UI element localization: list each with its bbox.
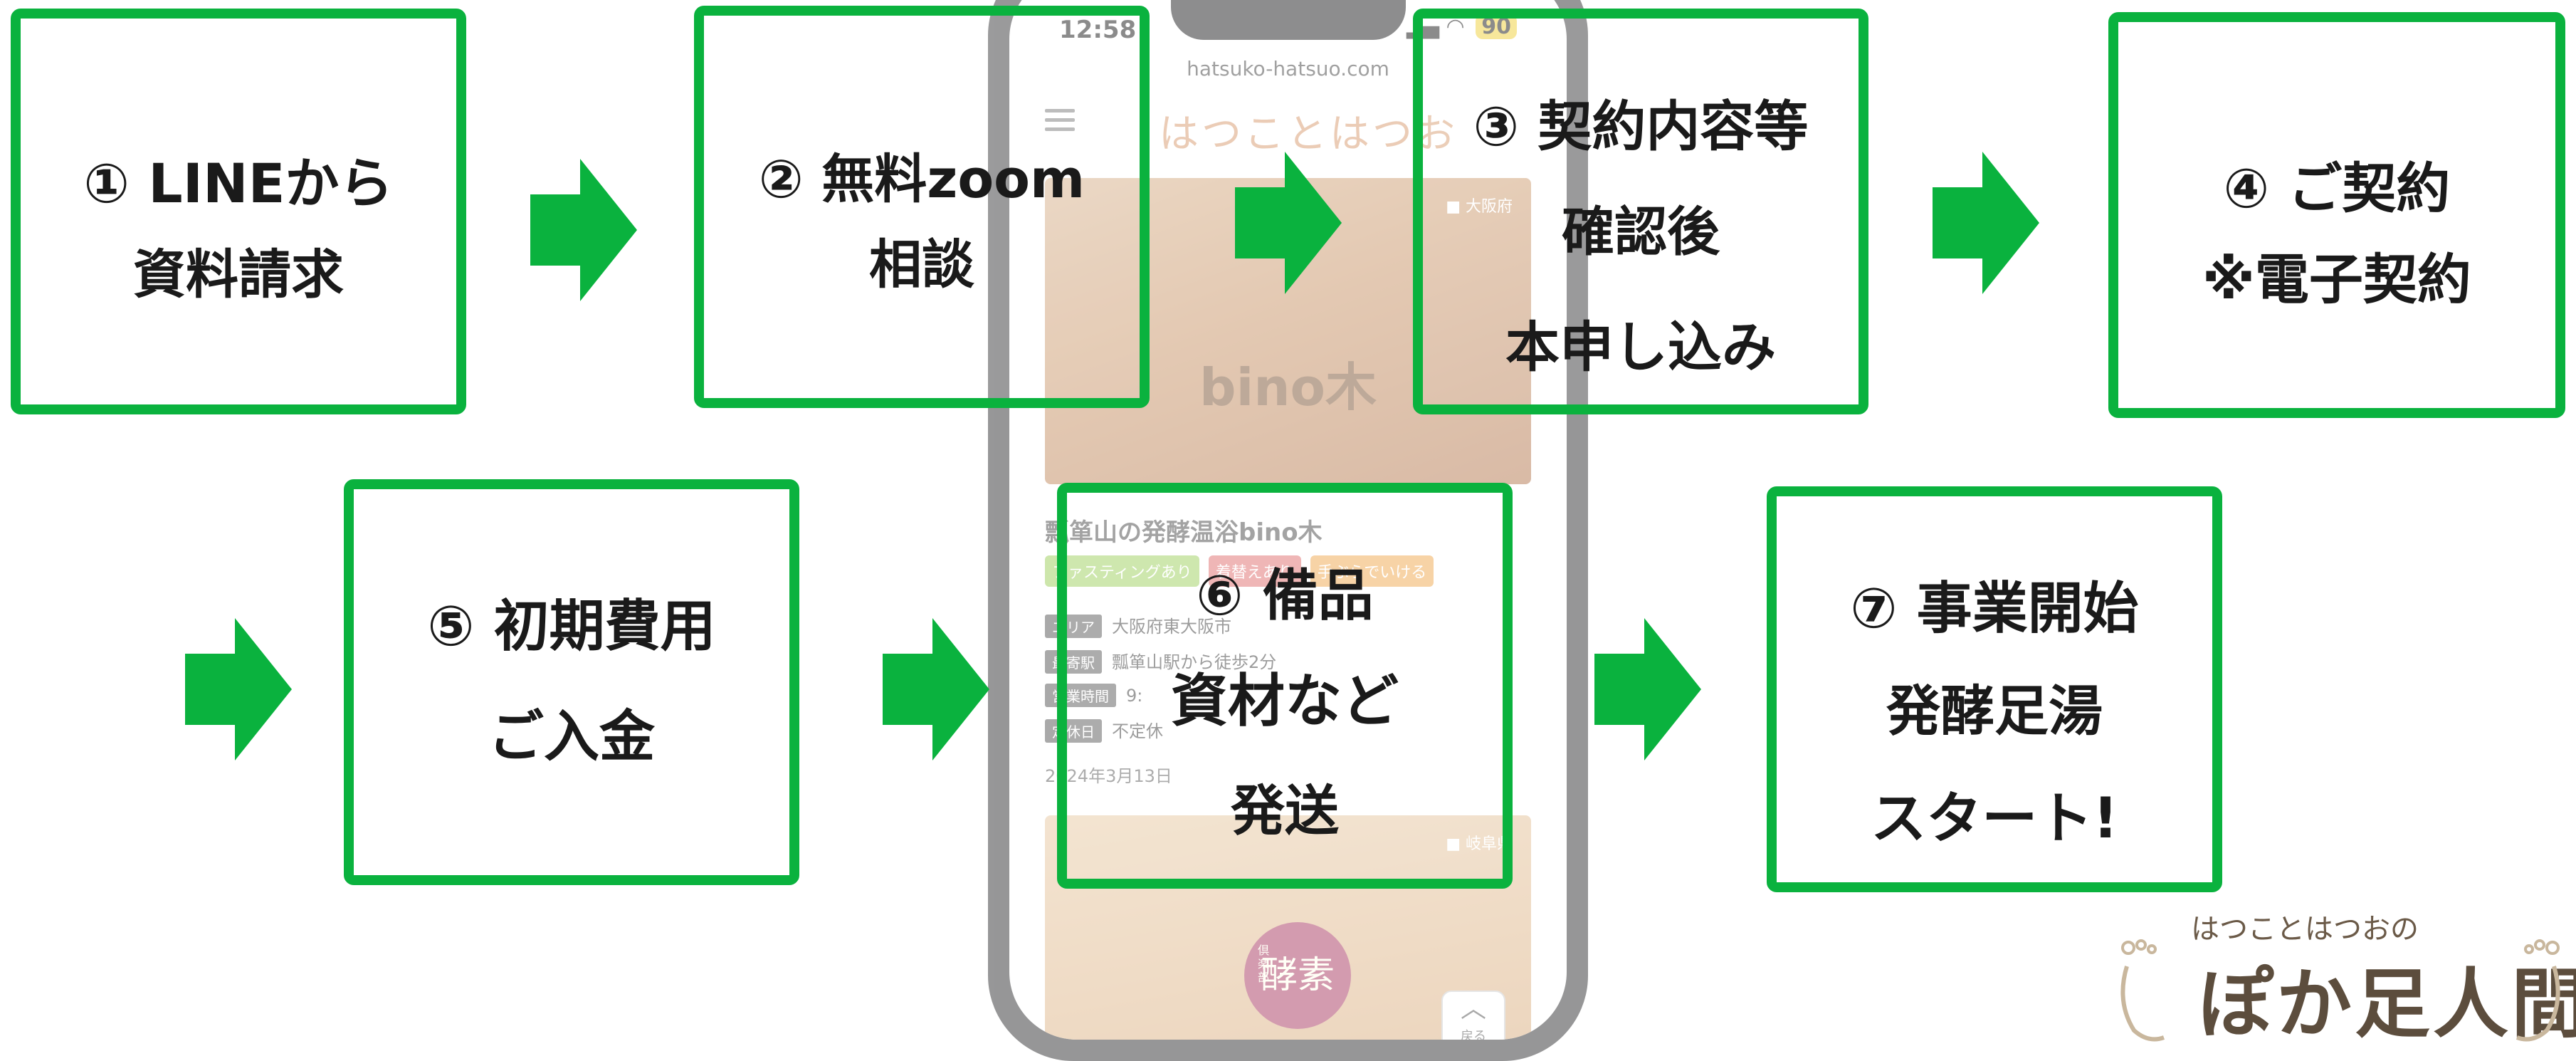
folder-icon: ■	[1446, 835, 1466, 853]
info-value: 瓢箪山駅から徒歩2分	[1112, 652, 1277, 672]
step-2-line-1: ② 無料zoom	[758, 149, 1085, 210]
footprint-left-icon	[2120, 939, 2165, 1042]
step-5-line-2: ご入金	[488, 705, 655, 769]
step-7-box: ⑦ 事業開始 発酵足湯 スタート!	[1767, 486, 2222, 892]
folder-icon: ■	[1446, 198, 1466, 216]
step-7-line-1: ⑦ 事業開始	[1850, 577, 2139, 641]
back-label: 戻る	[1461, 1029, 1486, 1040]
phone-notch	[1170, 0, 1406, 40]
step-3-line-3: 本申し込み	[1505, 315, 1776, 379]
brand-logo: はつことはつおの ぽか足人間	[2113, 899, 2576, 1052]
step-4-box: ④ ご契約 ※電子契約	[2108, 12, 2565, 418]
menu-icon[interactable]	[1045, 109, 1075, 131]
enzyme-club-seal: 倶楽部 酵素	[1244, 922, 1351, 1029]
info-value: 大阪府東大阪市	[1112, 617, 1231, 637]
step-4-line-2: ※電子契約	[2202, 248, 2471, 311]
hero-location-tag: ■ 大阪府	[1446, 198, 1513, 216]
step-2-box: ② 無料zoom 相談	[694, 6, 1150, 408]
tag-list: ファスティングあり 着替えあり 手ぶらでいける	[1045, 555, 1439, 587]
seal-main-text: 酵素	[1260, 954, 1335, 997]
tag-badge: ファスティングあり	[1045, 555, 1199, 587]
arrow-right-icon	[1933, 152, 2039, 294]
step-1-box: ① LINEから 資料請求	[11, 9, 466, 414]
step-5-line-1: ⑤ 初期費用	[427, 595, 716, 659]
post-title[interactable]: 瓢箪山の発酵温浴bino木	[1045, 518, 1323, 547]
chevron-up-icon: ︿	[1460, 994, 1486, 1023]
second-post-image[interactable]: ■ 岐阜県 倶楽部 酵素 ︿ 戻る	[1045, 815, 1531, 1040]
arrow-right-icon	[883, 618, 989, 761]
step-2-line-2: 相談	[869, 234, 974, 296]
tag-badge: 手ぶらでいける	[1310, 555, 1434, 587]
step-6-line-1: ⑥ 備品	[1196, 564, 1374, 628]
status-time: 12:58	[1059, 16, 1137, 44]
info-value: 不定休	[1112, 721, 1163, 741]
step-5-box: ⑤ 初期費用 ご入金	[344, 479, 799, 885]
step-6-box: ⑥ 備品 資材など 発送	[1057, 483, 1513, 889]
url-bar[interactable]: hatsuko-hatsuo.com	[1187, 57, 1389, 80]
step-3-line-2: 確認後	[1562, 202, 1720, 263]
info-key: 最寄駅	[1045, 650, 1102, 674]
logo-tagline: はつことはつおの	[2191, 913, 2419, 946]
tag-badge: 着替えあり	[1208, 555, 1301, 587]
arrow-right-icon	[185, 618, 292, 761]
arrow-right-icon	[1235, 152, 1342, 294]
arrow-right-icon	[1594, 618, 1701, 761]
hero-brand: bino木	[1199, 357, 1377, 417]
step-4-line-1: ④ ご契約	[2223, 157, 2451, 220]
site-logo[interactable]: はつことはつお	[1159, 111, 1458, 157]
step-3-box: ③ 契約内容等 確認後 本申し込み	[1413, 9, 1868, 414]
step-3-line-1: ③ 契約内容等	[1473, 95, 1809, 158]
step-1-line-2: 資料請求	[133, 244, 344, 305]
step-7-line-3: スタート!	[1871, 787, 2118, 851]
logo-wordmark: ぽか足人間	[2198, 961, 2576, 1048]
arrow-right-icon	[530, 159, 637, 301]
site-header: はつことはつお	[1009, 89, 1567, 160]
footprint-right-icon	[2515, 939, 2560, 1042]
step-6-line-3: 発送	[1231, 779, 1339, 842]
step-6-line-2: 資材など	[1171, 668, 1399, 734]
seal-side-text: 倶楽部	[1257, 944, 1269, 984]
info-value: 9:	[1126, 686, 1143, 706]
step-1-line-1: ① LINEから	[83, 152, 394, 215]
back-to-top-button[interactable]: ︿ 戻る	[1441, 991, 1505, 1040]
info-row: エリア大阪府東大阪市	[1045, 612, 1276, 638]
step-7-line-2: 発酵足湯	[1886, 679, 2103, 743]
info-row: 最寄駅瓢箪山駅から徒歩2分	[1045, 648, 1276, 674]
